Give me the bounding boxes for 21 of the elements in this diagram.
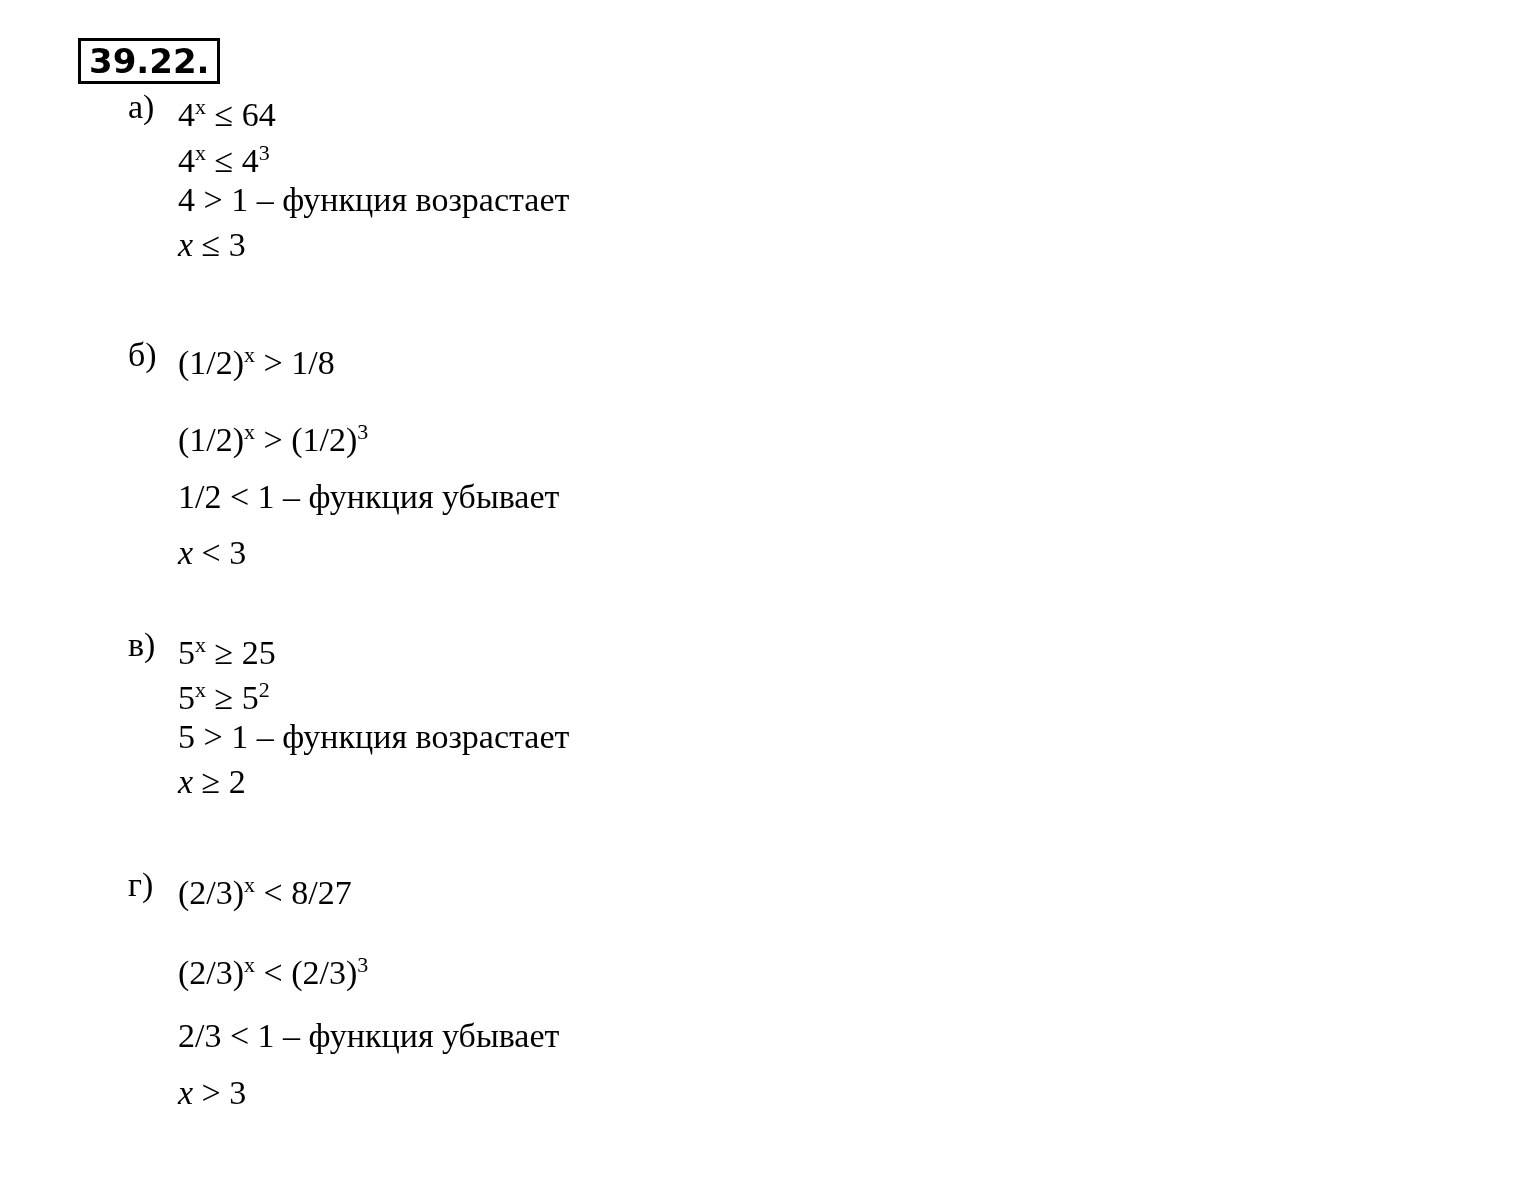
inequality: (2/3)$^{x}$ < (2/3)$^{3}$ bbox=[178, 951, 369, 994]
inequality: (1/2)$^{x}$ > (1/2)$^{3}$ bbox=[178, 418, 369, 461]
inequality: (2/3)$^{x}$ < 8/27 bbox=[178, 871, 352, 914]
part-letter: г) bbox=[128, 865, 154, 905]
inequality: x ≥ 2 bbox=[178, 762, 246, 802]
reasoning-text: 4 > 1 – функция возрастает bbox=[178, 180, 570, 220]
reasoning-text: 5 > 1 – функция возрастает bbox=[178, 717, 570, 757]
inequality: 5$^{x}$ ≥ 5$^{2}$ bbox=[178, 676, 270, 719]
problem-number: 39.22. bbox=[78, 38, 221, 84]
part-letter: б) bbox=[128, 335, 157, 375]
reasoning-text: 2/3 < 1 – функция убывает bbox=[178, 1016, 560, 1056]
inequality: 5$^{x}$ ≥ 25 bbox=[178, 631, 276, 674]
part-letter: а) bbox=[128, 87, 155, 127]
reasoning-text: 1/2 < 1 – функция убывает bbox=[178, 477, 560, 517]
inequality: (1/2)$^{x}$ > 1/8 bbox=[178, 341, 335, 384]
inequality: 4$^{x}$ ≤ 64 bbox=[178, 93, 276, 136]
inequality: 4$^{x}$ ≤ 4$^{3}$ bbox=[178, 139, 270, 182]
part-letter: в) bbox=[128, 625, 156, 665]
inequality: x ≤ 3 bbox=[178, 225, 246, 265]
inequality: x < 3 bbox=[178, 533, 247, 573]
inequality: x > 3 bbox=[178, 1073, 247, 1113]
